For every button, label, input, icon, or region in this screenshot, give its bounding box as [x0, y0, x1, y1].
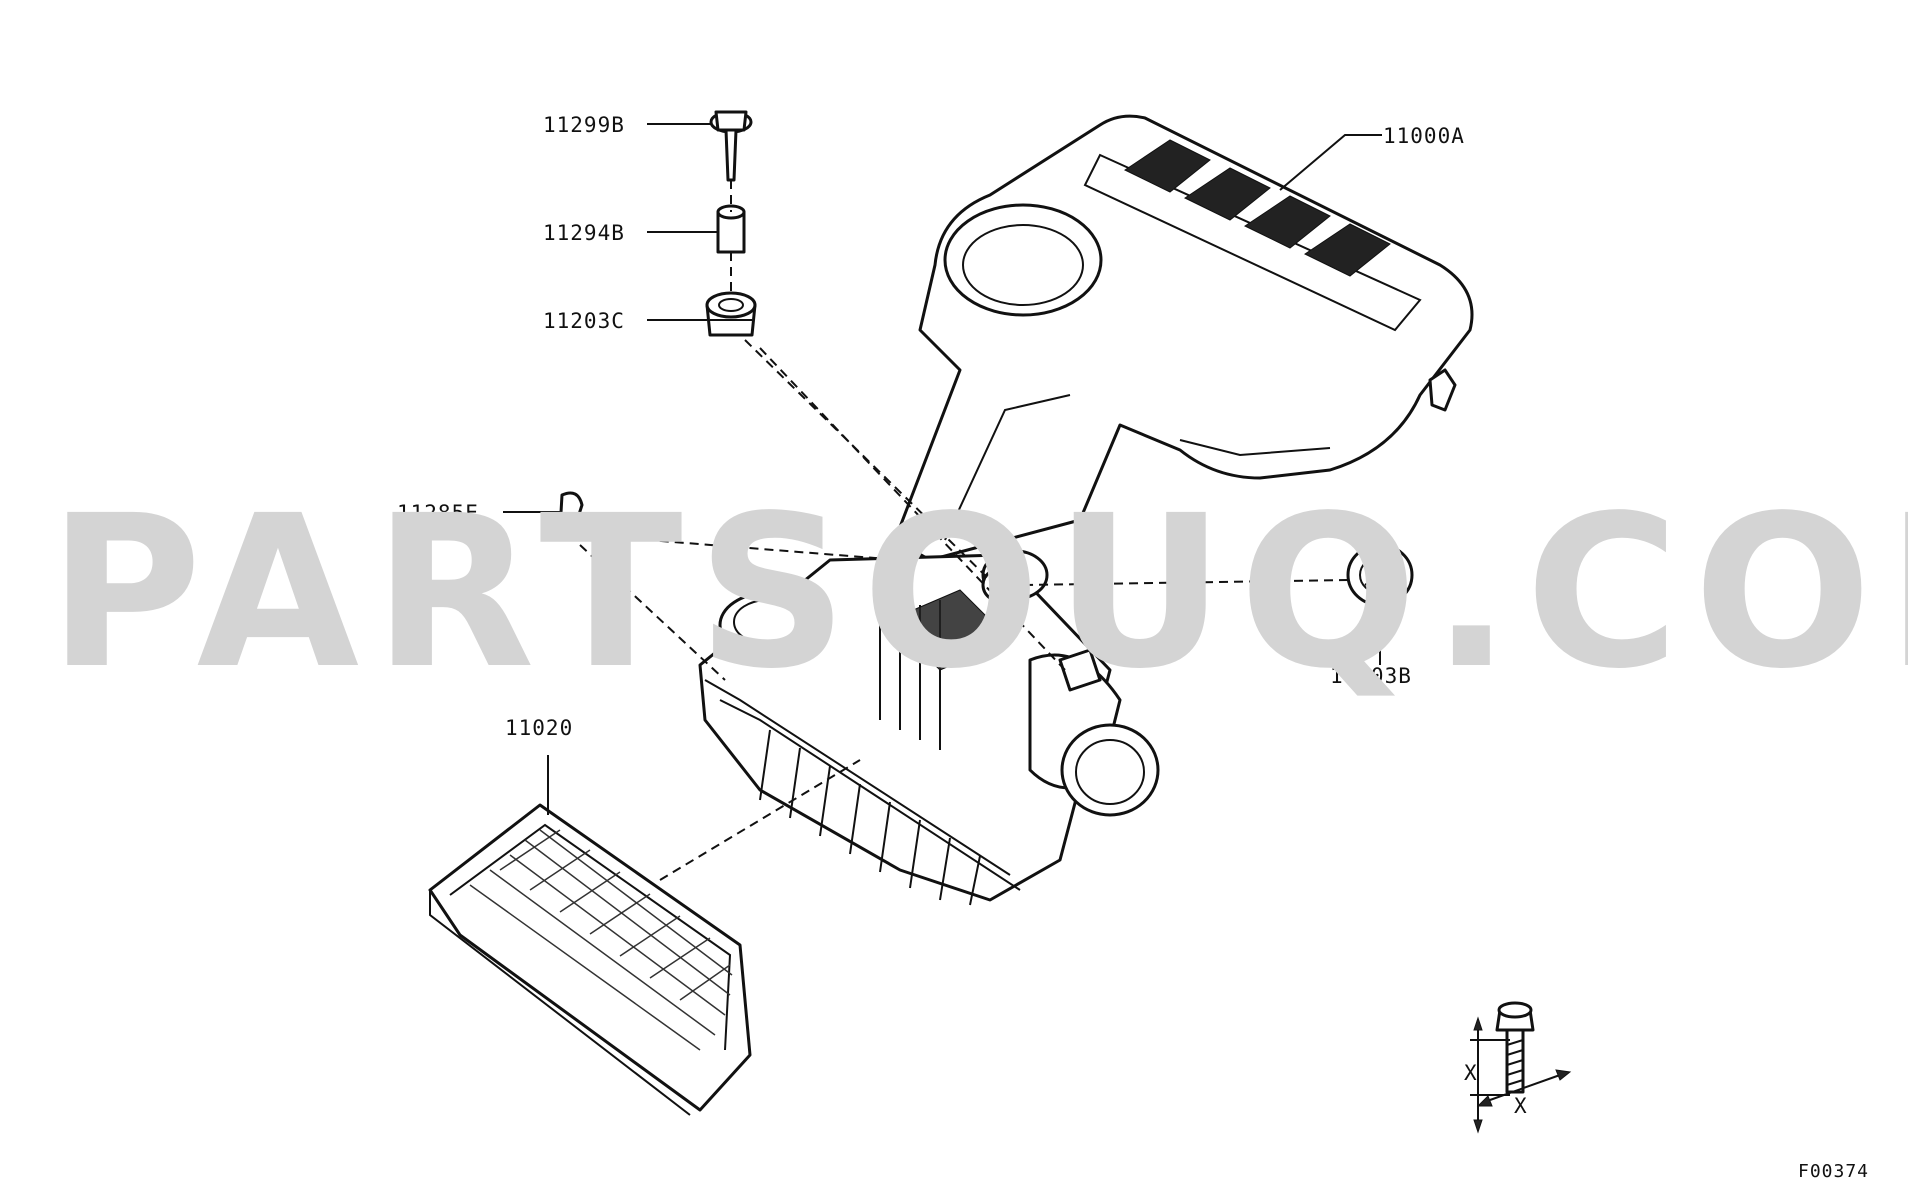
torque-axis-label-vertical: X [1464, 1061, 1478, 1085]
filter-pleats [469, 829, 733, 1051]
grommet-c-part[interactable] [705, 291, 757, 337]
callout-11299b: 11299B [543, 113, 625, 137]
engine-cover-part[interactable] [893, 114, 1474, 562]
callout-11203c: 11203C [543, 309, 625, 333]
air-cleaner-housing-part[interactable] [698, 549, 1160, 906]
torque-axis-label-diagonal: X [1514, 1094, 1528, 1118]
clip-part[interactable] [558, 491, 584, 536]
spacer-part[interactable] [716, 204, 746, 254]
bolt-measure-icon [1470, 1001, 1572, 1134]
callout-11203b-text: 11203B [1330, 664, 1412, 688]
air-filter-element-part[interactable] [428, 803, 752, 1116]
assembly-lines [579, 339, 1349, 881]
watermark-text: PARTSOUQ.COM [48, 470, 1908, 715]
callout-11285e: 11285E [397, 501, 479, 525]
bolt-part[interactable] [709, 110, 753, 182]
callout-11020: 11020 [505, 716, 573, 740]
callout-11000a: 11000A [1383, 124, 1465, 148]
leader-lines [503, 123, 1382, 815]
callout-11294b: 11294B [543, 221, 625, 245]
housing-grid [889, 589, 1011, 671]
outlet-port [1060, 723, 1160, 817]
figure-code: F00374 [1798, 1161, 1869, 1182]
housing-ribs [759, 600, 981, 906]
